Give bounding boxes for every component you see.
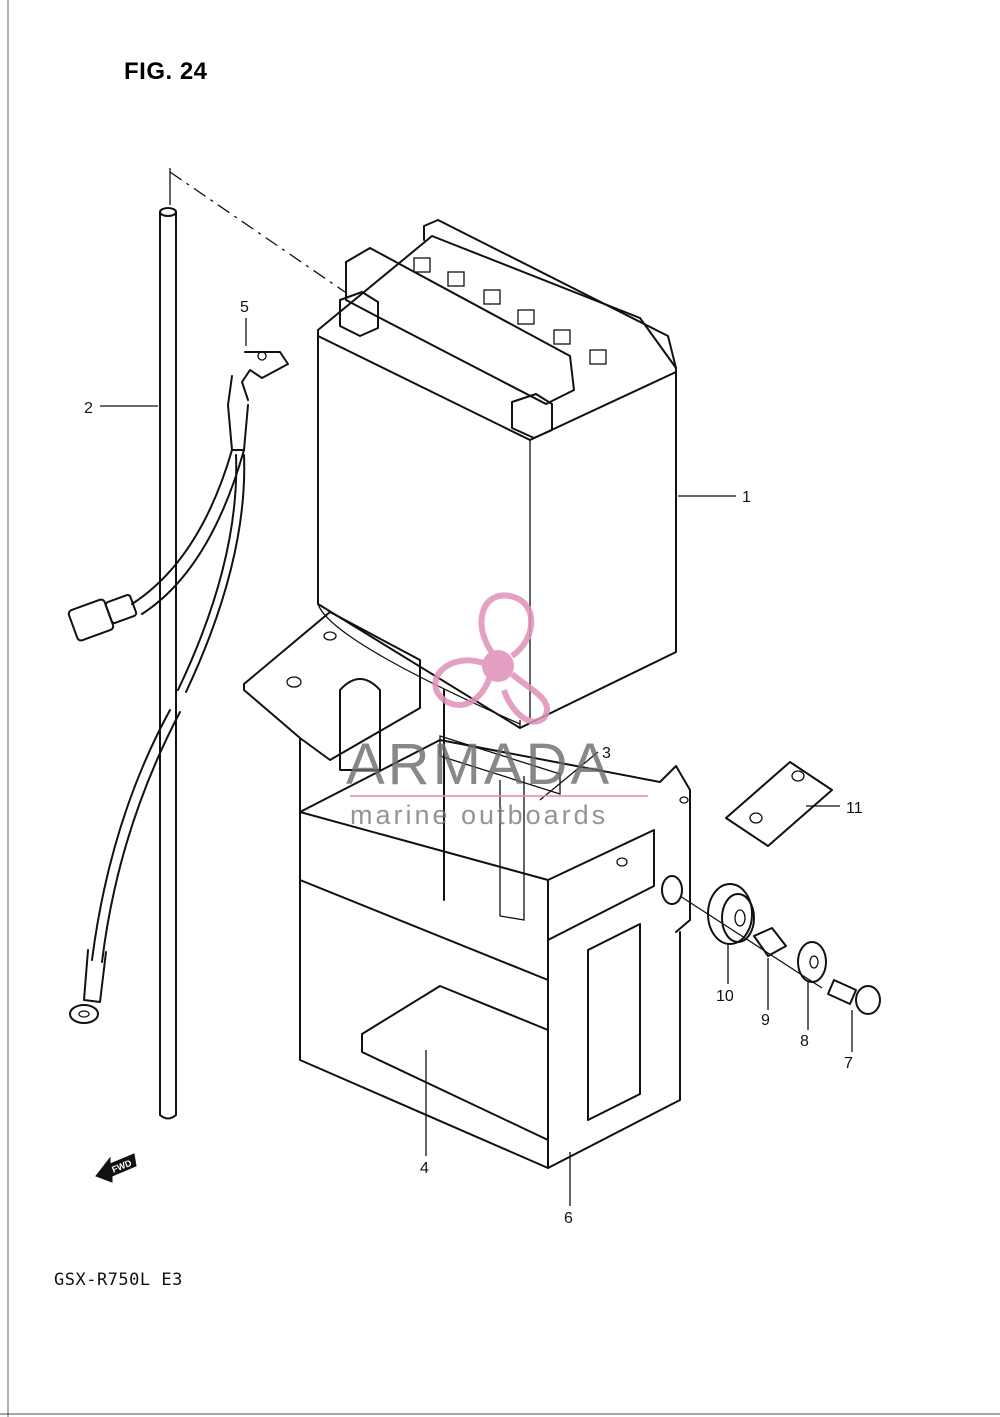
callout-2: 2 xyxy=(84,400,93,417)
callout-9: 9 xyxy=(761,1012,770,1029)
figure-title: FIG. 24 xyxy=(124,58,208,85)
assembly-axis-line xyxy=(679,895,823,989)
callout-11: 11 xyxy=(846,800,863,817)
callout-4: 4 xyxy=(420,1160,429,1177)
callout-5: 5 xyxy=(240,299,249,316)
leader-lines xyxy=(100,318,853,1206)
breather-hose xyxy=(159,207,177,1120)
grommet xyxy=(707,883,755,945)
model-code: GSX-R750L E3 xyxy=(54,1270,183,1290)
callout-10: 10 xyxy=(716,988,734,1005)
washer xyxy=(797,941,827,983)
callout-1: 1 xyxy=(742,489,751,506)
watermark: ARMADA marine outboards xyxy=(346,592,648,830)
battery-cable xyxy=(67,351,289,1024)
screw xyxy=(827,979,881,1015)
callout-3: 3 xyxy=(602,745,611,762)
dashed-leader-line xyxy=(169,171,346,293)
cushion-pad xyxy=(439,735,561,795)
clamp-plate xyxy=(725,761,833,847)
propeller-logo-icon xyxy=(432,592,550,725)
battery-holder xyxy=(243,611,691,1169)
spacer-collar xyxy=(753,927,787,957)
callout-8: 8 xyxy=(800,1033,809,1050)
callout-7: 7 xyxy=(844,1055,853,1072)
watermark-brand: ARMADA xyxy=(346,732,612,797)
watermark-tagline: marine outboards xyxy=(350,800,608,830)
battery xyxy=(317,219,677,729)
callout-6: 6 xyxy=(564,1210,573,1227)
fwd-arrow-icon: FWD xyxy=(95,1153,137,1183)
